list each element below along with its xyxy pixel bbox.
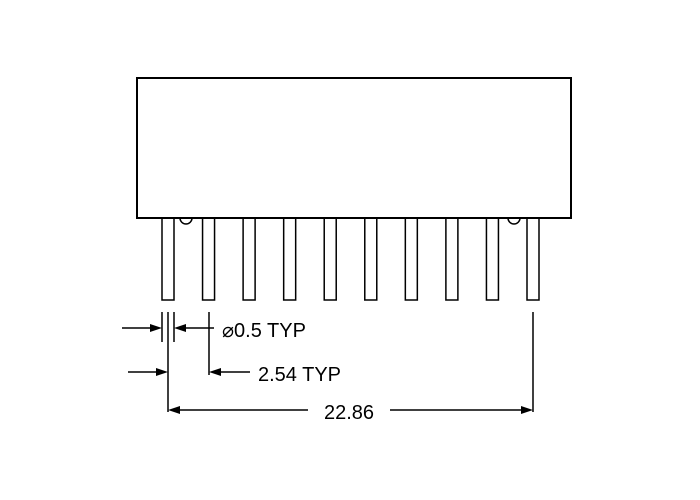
pin-2 (201, 218, 216, 301)
diameter-arrow-right-head (174, 324, 186, 332)
pin-6 (364, 218, 378, 301)
span-arrow-left-head (168, 406, 180, 414)
pin-5 (323, 218, 337, 301)
pin-3 (242, 218, 256, 301)
span-arrow-right-head (521, 406, 533, 414)
pin-4 (282, 218, 297, 301)
pin-diameter-label: ⌀0.5 TYP (222, 320, 306, 342)
pitch-arrow-left-head (156, 368, 168, 376)
pin-8 (445, 218, 459, 301)
pin-row (161, 218, 540, 301)
pin-10 (526, 218, 540, 301)
pin1-notch (179, 217, 193, 225)
pin-1 (161, 218, 175, 301)
pitch-arrow-right-head (209, 368, 221, 376)
component-body (136, 77, 572, 219)
pin-9 (485, 218, 500, 301)
pin-pitch-label: 2.54 TYP (258, 364, 341, 386)
pin10-notch (507, 217, 521, 225)
pin-7 (404, 218, 419, 301)
diameter-arrow-left-head (150, 324, 162, 332)
overall-span-label: 22.86 (324, 402, 374, 424)
